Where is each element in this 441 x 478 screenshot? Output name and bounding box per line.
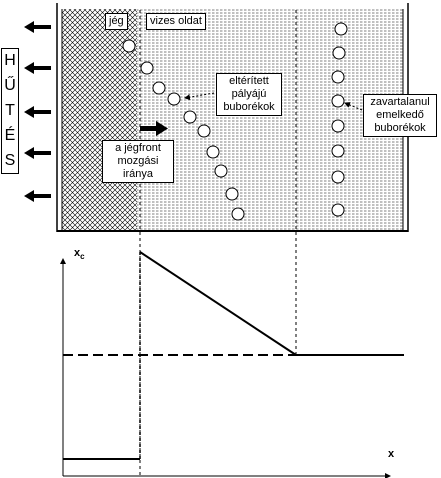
concentration-graph [60, 251, 404, 478]
undisturbed-bubbles-label: zavartalanul emelkedő buborékok [363, 94, 437, 137]
bubble [332, 46, 346, 60]
bubble [331, 170, 345, 184]
cooling-letter: H [4, 52, 16, 70]
undisturbed-bubbles [331, 22, 348, 217]
solution-label: vizes oldat [146, 13, 206, 30]
bubble [167, 92, 181, 106]
bubble [331, 144, 345, 158]
bubble [331, 70, 345, 84]
bubble [183, 110, 197, 124]
y-axis-label: xc [74, 247, 85, 262]
bubble [225, 187, 239, 201]
bubble [206, 145, 220, 159]
ice-label: jég [105, 13, 128, 30]
cooling-letter: É [4, 126, 16, 144]
bubble [152, 81, 166, 95]
front-direction-arrow-icon [140, 121, 168, 136]
bubble [334, 22, 348, 36]
x-axis-label: x [388, 448, 395, 460]
callout-undisturbed-arrow-icon [344, 102, 363, 111]
bubble [214, 164, 228, 178]
bubble [197, 124, 211, 138]
cooling-letter: T [5, 101, 15, 119]
bubble [331, 203, 345, 217]
cooling-arrow-icon [24, 106, 51, 118]
cooling-arrow-icon [24, 147, 51, 159]
deflected-bubbles [122, 39, 245, 221]
callout-deflected-arrow-icon [184, 92, 215, 101]
cooling-label: H Ű T É S [1, 48, 19, 174]
bubble [122, 39, 136, 53]
bubble [331, 94, 345, 108]
boundary-layer-profile [139, 251, 297, 356]
cooling-letter: S [4, 151, 16, 169]
cooling-letter: Ű [4, 77, 16, 95]
cooling-arrow-icon [24, 21, 51, 33]
front-direction-label: a jégfront mozgási iránya [102, 140, 174, 183]
bubble [140, 61, 154, 75]
cooling-arrow-icon [24, 190, 51, 202]
cooling-arrow-icon [24, 62, 51, 74]
deflected-bubbles-label: eltérített pályájú buborékok [216, 73, 282, 116]
cooling-arrows [24, 21, 51, 202]
bubble [231, 207, 245, 221]
bubble [331, 119, 345, 133]
